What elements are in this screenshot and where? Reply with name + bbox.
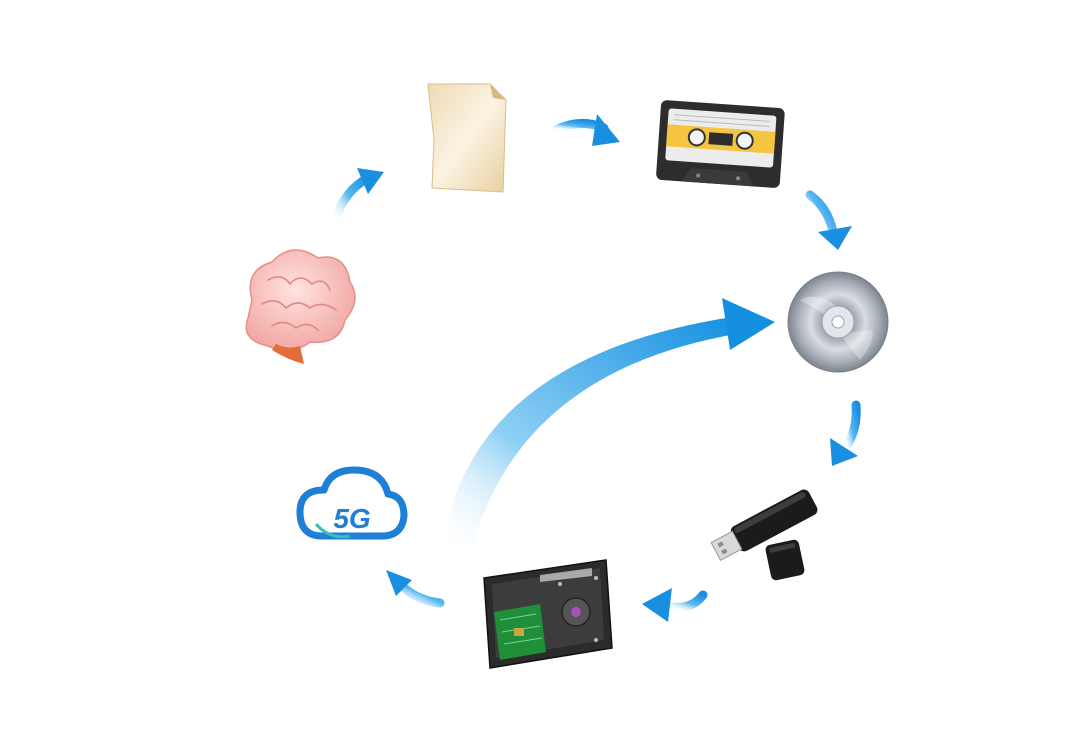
flow-arrow-paper-to-cassette bbox=[551, 114, 620, 146]
hard-drive-icon bbox=[483, 559, 613, 669]
flow-arrow-hdd-to-cloud bbox=[386, 570, 445, 608]
cassette-tape-icon bbox=[656, 100, 785, 188]
cloud-5g-label: 5G bbox=[333, 503, 370, 534]
usb-drive-icon bbox=[710, 489, 818, 581]
cloud-5g-icon: 5G bbox=[296, 466, 408, 540]
cd-disc-icon bbox=[787, 271, 889, 373]
paper-icon bbox=[427, 83, 507, 193]
flow-arrow-usb-to-hdd bbox=[642, 588, 708, 622]
flow-arrow-cd-to-usb bbox=[830, 400, 861, 466]
flow-arrow-brain-to-paper bbox=[330, 168, 384, 225]
flow-arrow-cassette-to-cd bbox=[805, 190, 852, 250]
brain-icon bbox=[245, 249, 356, 364]
return-arrow-cloud-to-cd bbox=[442, 298, 775, 548]
